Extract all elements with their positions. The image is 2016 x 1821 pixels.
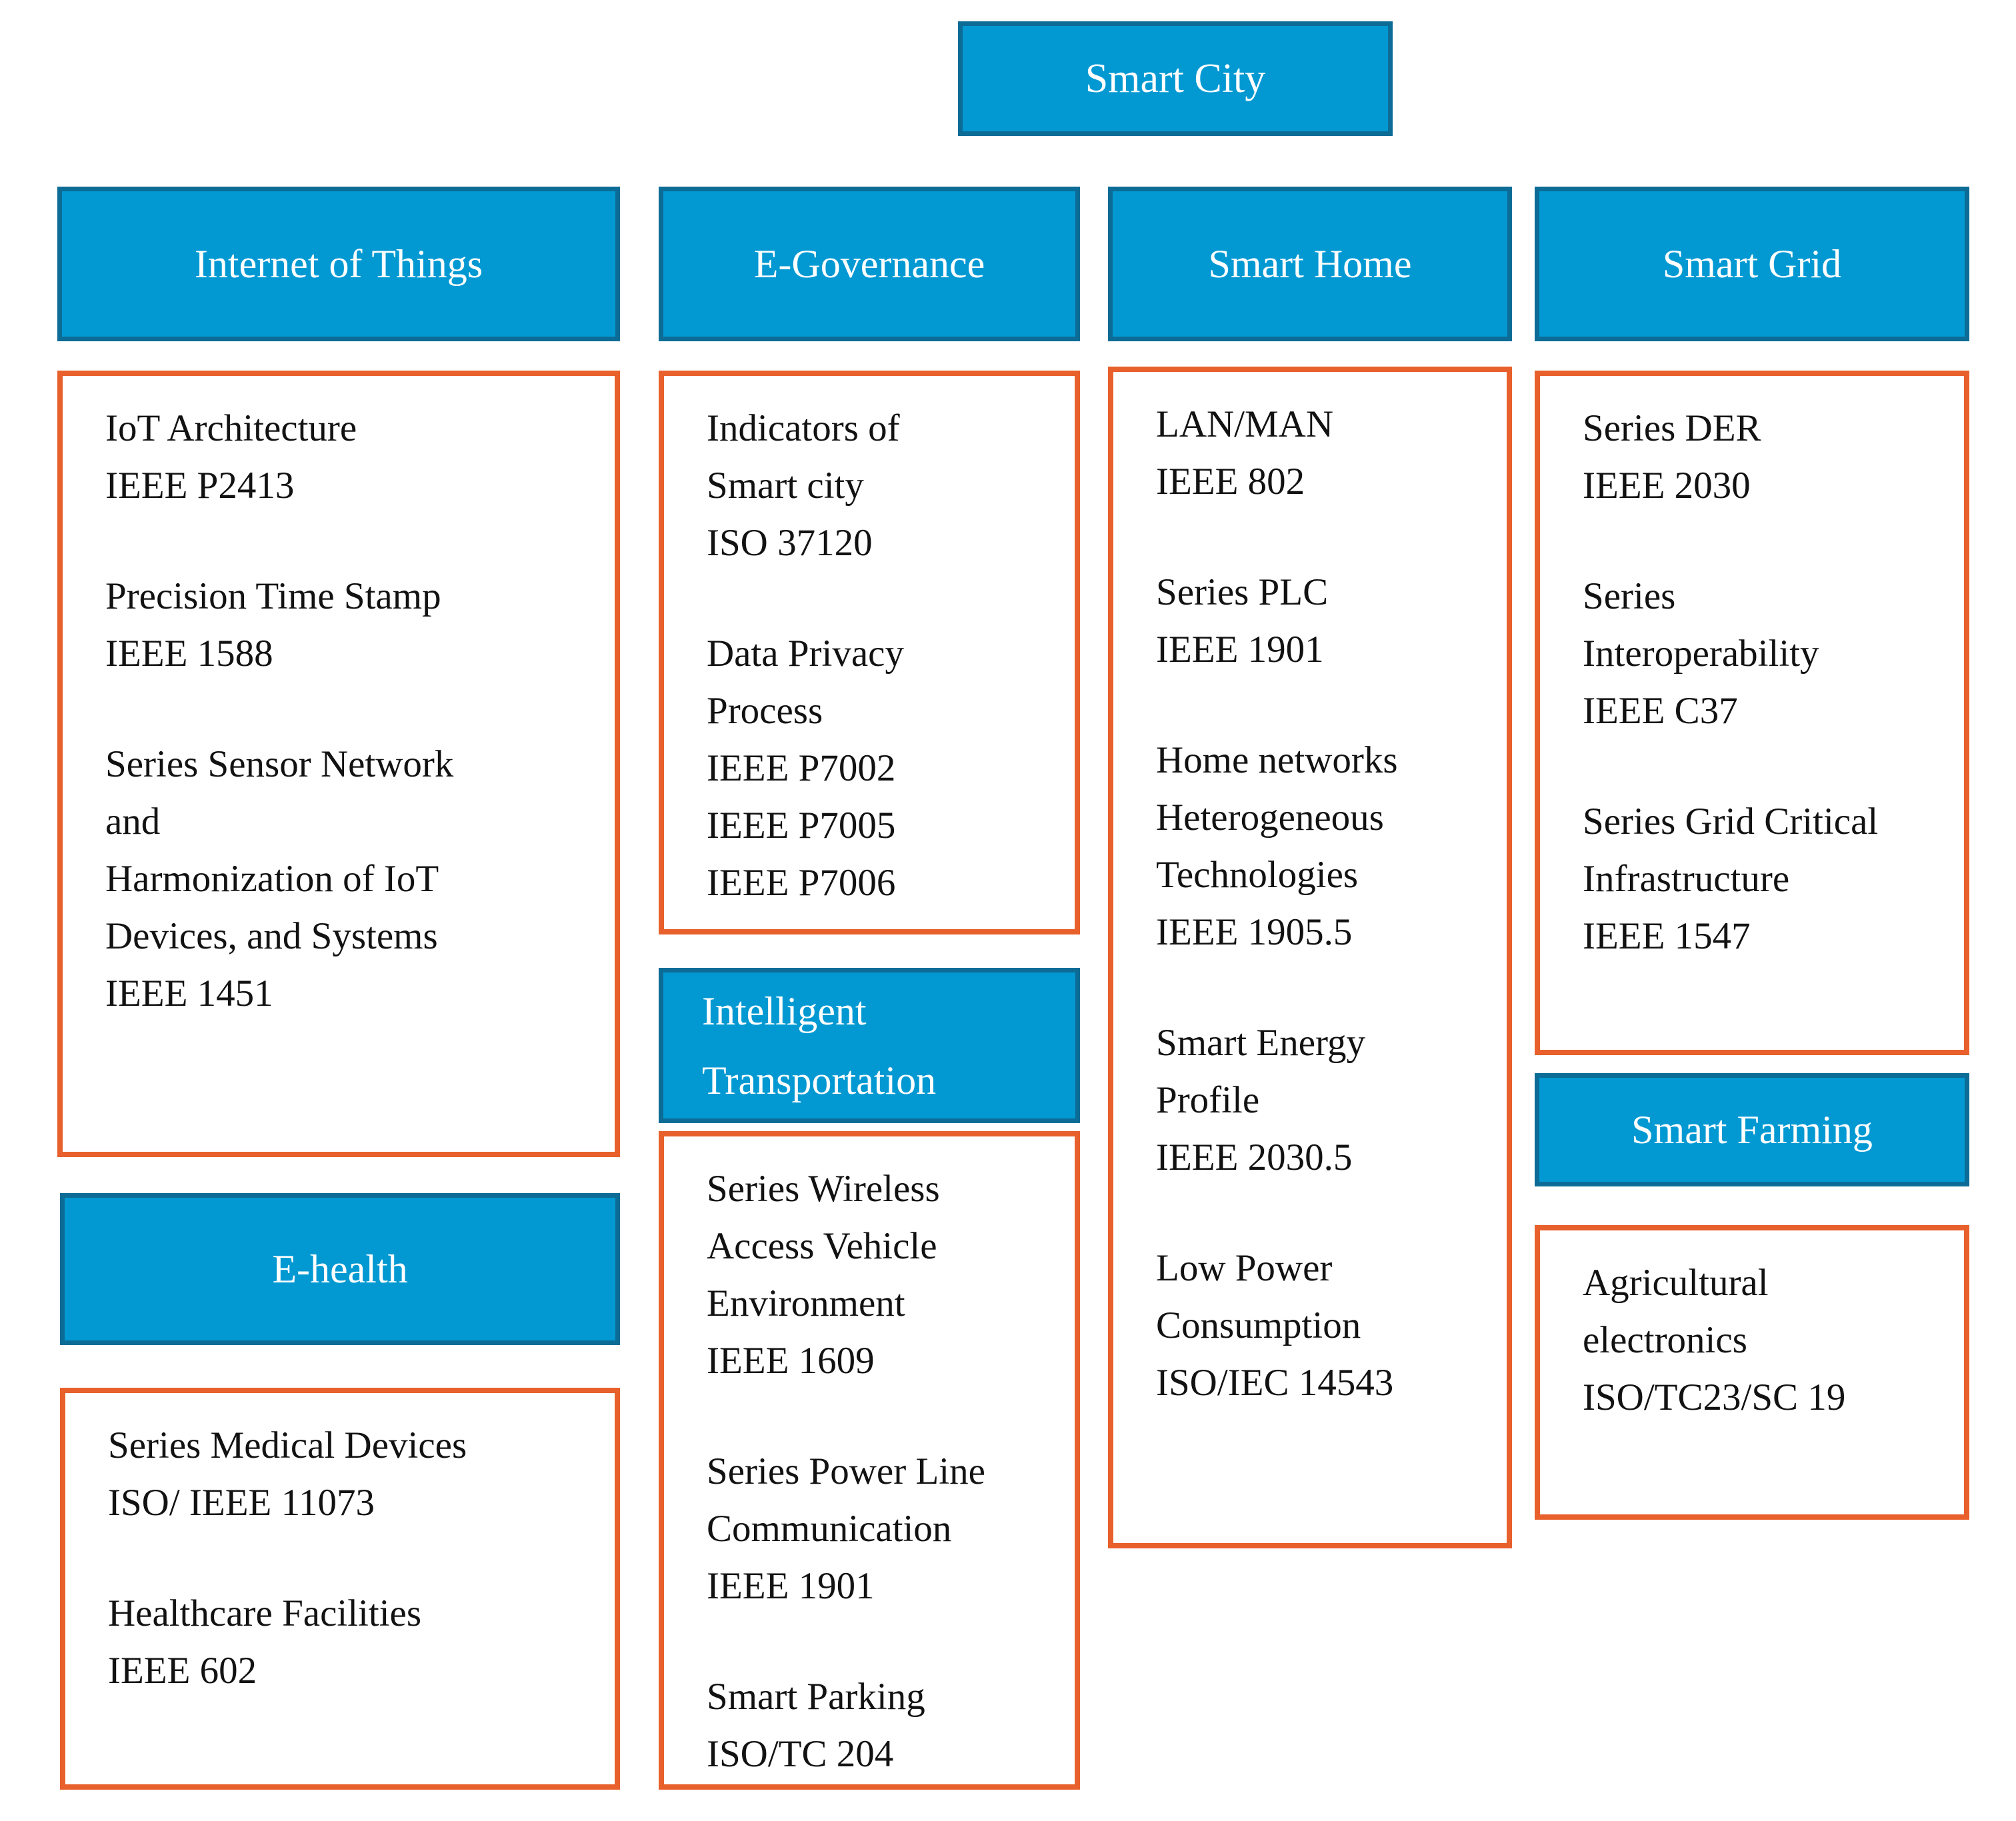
standard-entry: IoT Architecture IEEE P2413: [105, 407, 357, 507]
smart-grid-standards-box: Series DER IEEE 2030 Series Interoperabi…: [1535, 371, 1969, 1055]
intelligent-transportation-standards-box: Series Wireless Access Vehicle Environme…: [659, 1131, 1080, 1790]
standard-entry: Healthcare Facilities IEEE 602: [108, 1592, 422, 1692]
e-health-standards-box: Series Medical Devices ISO/ IEEE 11073 H…: [60, 1388, 620, 1790]
standard-entry: Smart Parking ISO/TC 204: [707, 1676, 925, 1775]
e-governance-header: E-Governance: [659, 187, 1080, 341]
standard-entry: Indicators of Smart city ISO 37120: [707, 407, 900, 564]
standard-entry: Series PLC IEEE 1901: [1156, 571, 1329, 671]
standard-entry: LAN/MAN IEEE 802: [1156, 403, 1333, 503]
smart-farming-header: Smart Farming: [1535, 1073, 1969, 1186]
standard-entry: Smart Energy Profile IEEE 2030.5: [1156, 1022, 1365, 1178]
e-governance-standards-box: Indicators of Smart city ISO 37120 Data …: [659, 371, 1080, 934]
standard-entry: Series Sensor Network and Harmonization …: [105, 743, 454, 1014]
standard-entry: Series Wireless Access Vehicle Environme…: [707, 1168, 940, 1382]
smart-grid-header: Smart Grid: [1535, 187, 1969, 341]
intelligent-transportation-header: Intelligent Transportation: [659, 968, 1080, 1123]
standard-entry: Series Medical Devices ISO/ IEEE 11073: [108, 1424, 467, 1524]
smart-city-header: Smart City: [958, 21, 1393, 136]
standard-entry: Series Power Line Communication IEEE 190…: [707, 1450, 985, 1607]
standard-entry: Series DER IEEE 2030: [1583, 407, 1761, 507]
internet-of-things-standards-box: IoT Architecture IEEE P2413 Precision Ti…: [57, 371, 620, 1157]
standard-entry: Series Grid Critical Infrastructure IEEE…: [1583, 801, 1879, 957]
smart-home-header: Smart Home: [1108, 187, 1512, 341]
e-health-header: E-health: [60, 1193, 620, 1345]
standard-entry: Series Interoperability IEEE C37: [1583, 575, 1819, 732]
smart-home-standards-box: LAN/MAN IEEE 802 Series PLC IEEE 1901 Ho…: [1108, 367, 1512, 1548]
internet-of-things-header: Internet of Things: [57, 187, 620, 341]
standard-entry: Agricultural electronics ISO/TC23/SC 19: [1583, 1262, 1846, 1418]
standard-entry: Precision Time Stamp IEEE 1588: [105, 575, 441, 675]
standard-entry: Low Power Consumption ISO/IEC 14543: [1156, 1247, 1394, 1404]
smart-farming-standards-box: Agricultural electronics ISO/TC23/SC 19: [1535, 1225, 1969, 1520]
standard-entry: Data Privacy Process IEEE P7002 IEEE P70…: [707, 633, 904, 904]
standard-entry: Home networks Heterogeneous Technologies…: [1156, 739, 1398, 953]
